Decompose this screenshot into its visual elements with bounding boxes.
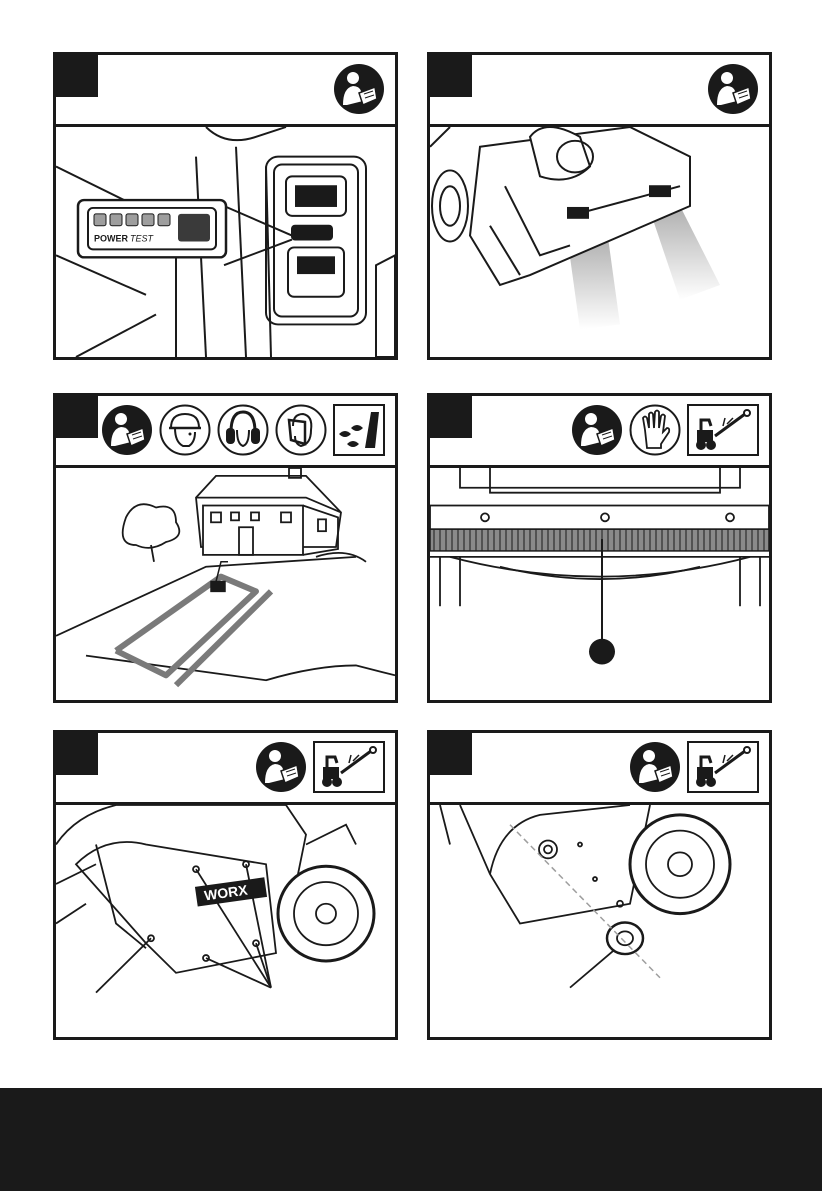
panel-6 (427, 730, 772, 1040)
panel-2 (427, 52, 772, 360)
power-test-button (178, 214, 210, 242)
panel-2-header (430, 55, 769, 127)
snowthrower-maintenance-icon (687, 741, 759, 793)
step-number-box (56, 55, 98, 97)
hard-hat-icon (159, 404, 211, 456)
test-label: TEST (130, 234, 154, 244)
power-label: POWER (94, 234, 129, 244)
headlights-illustration (430, 127, 769, 357)
gloves-icon (629, 404, 681, 456)
snow-blizzard-icon (333, 404, 385, 456)
snowthrower-maintenance-icon (313, 741, 385, 793)
bearing-replacement-illustration (430, 805, 769, 1037)
panel-3-header (56, 396, 395, 468)
panel-5-header (56, 733, 395, 805)
battery-power-test-illustration: POWER TEST (56, 127, 395, 357)
read-manual-icon (707, 63, 759, 115)
ear-protection-icon (217, 404, 269, 456)
panel-6-header (430, 733, 769, 805)
step-number-box (56, 396, 98, 438)
step-number-box (430, 55, 472, 97)
panel-3 (53, 393, 398, 703)
panel-4-header (430, 396, 769, 468)
step-number-box (430, 733, 472, 775)
panel-1-header (56, 55, 395, 127)
step-number-box (56, 733, 98, 775)
panel-4 (427, 393, 772, 703)
callout-marker (589, 639, 615, 665)
panel-1: POWER TEST (53, 52, 398, 360)
read-manual-icon (333, 63, 385, 115)
scraper-bar-illustration (430, 468, 769, 700)
read-manual-icon (101, 404, 153, 456)
side-cover-screws-illustration: WORX (56, 805, 395, 1037)
read-manual-icon (629, 741, 681, 793)
snow-clearing-pattern-illustration (56, 468, 395, 700)
panel-5: WORX (53, 730, 398, 1040)
power-test-indicator-leds (94, 214, 170, 226)
step-number-box (430, 396, 472, 438)
footer-bar (0, 1088, 822, 1191)
read-manual-icon (571, 404, 623, 456)
face-shield-icon (275, 404, 327, 456)
read-manual-icon (255, 741, 307, 793)
snowthrower-maintenance-icon (687, 404, 759, 456)
